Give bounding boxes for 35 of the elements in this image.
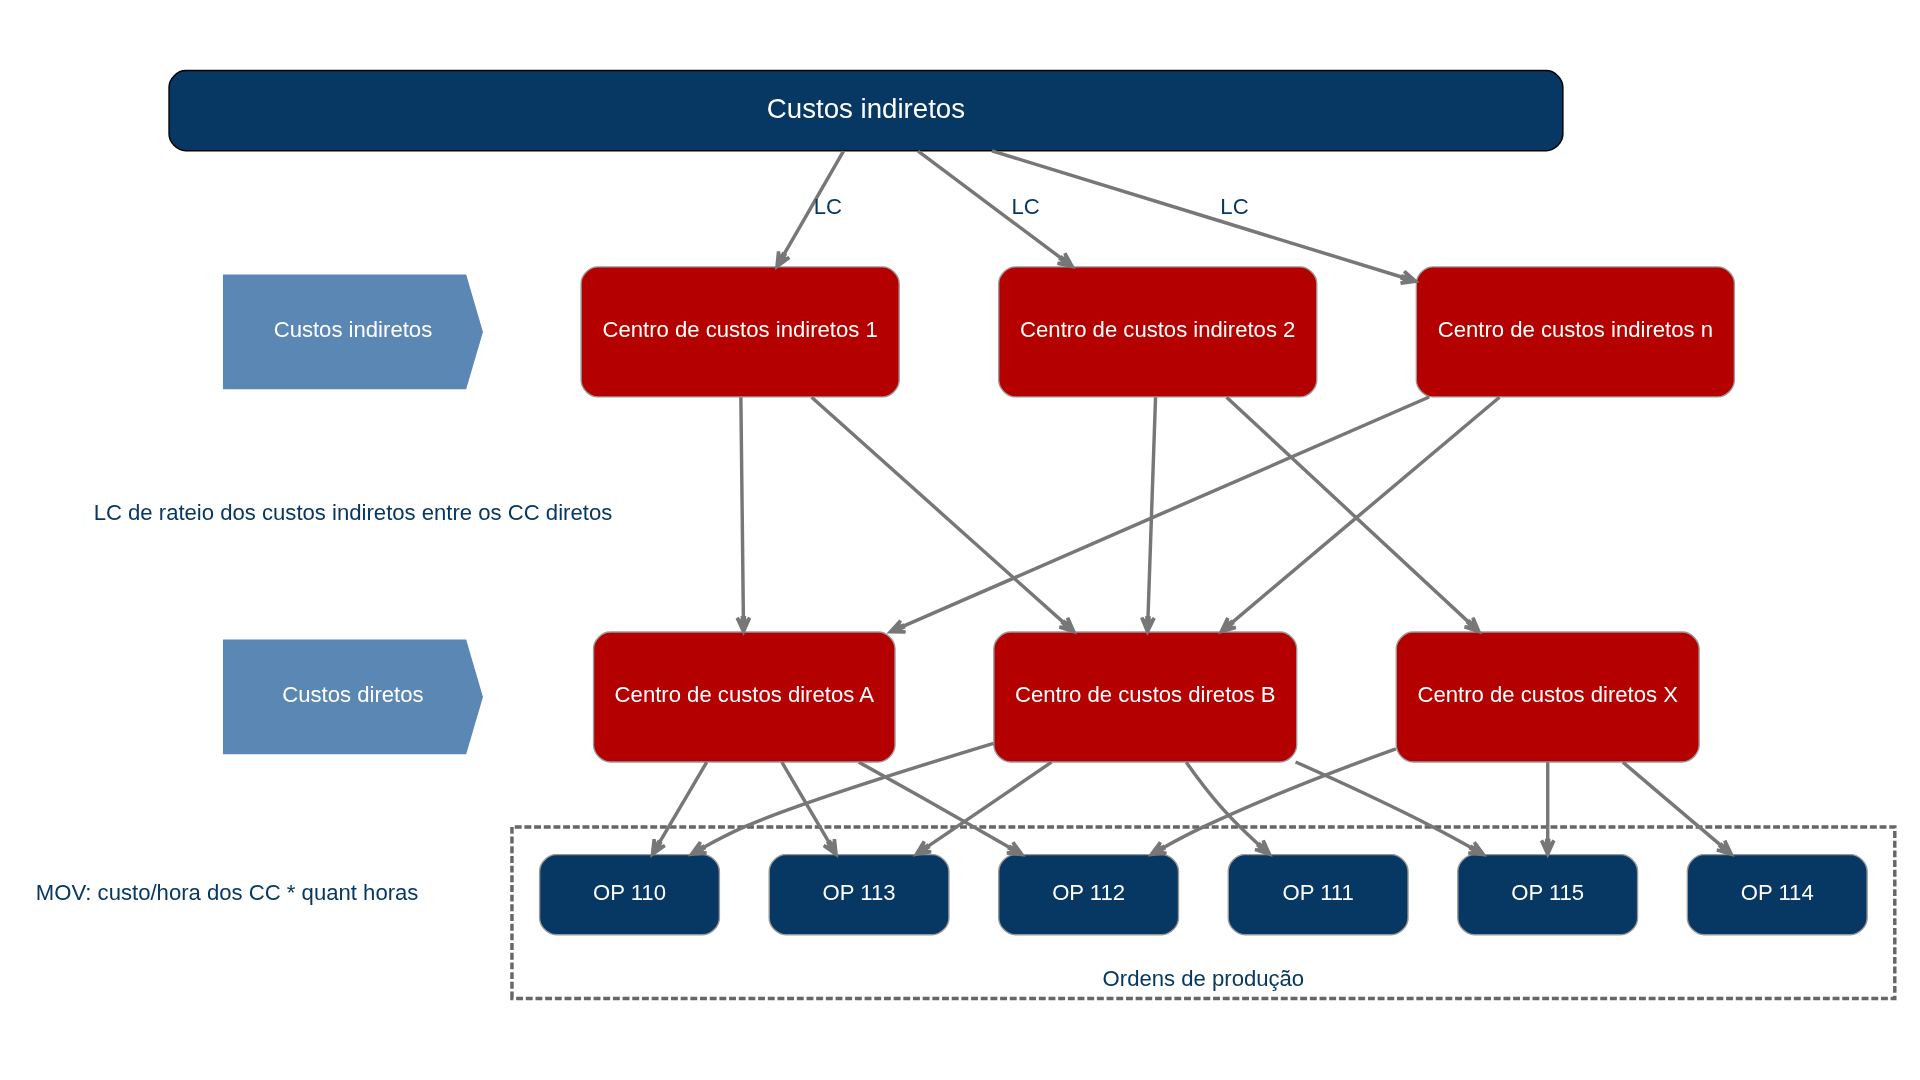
label: LC de rateio dos custos indiretos entre os CC diretos xyxy=(93,499,613,525)
arrow xyxy=(1539,762,1556,857)
node-box: OP 114 xyxy=(1686,853,1868,936)
arrow xyxy=(914,760,1053,857)
arrow xyxy=(917,149,1075,269)
node-box: Centro de custos diretos B xyxy=(993,631,1298,763)
node-box: OP 113 xyxy=(768,853,950,936)
edge-label: LC xyxy=(1011,194,1040,220)
node-box: OP 112 xyxy=(998,853,1180,936)
arrow xyxy=(1149,747,1397,857)
node-box: Custos indiretos xyxy=(168,69,1564,152)
edge-label: LC xyxy=(813,194,843,220)
arrow xyxy=(780,761,838,857)
node-box: OP 111 xyxy=(1227,853,1409,936)
node-box: Centro de custos indiretos 1 xyxy=(580,266,900,398)
edge-label: LC xyxy=(1220,194,1249,220)
arrow xyxy=(1294,760,1486,857)
node-box: Centro de custos diretos X xyxy=(1395,631,1700,763)
arrow xyxy=(810,395,1076,634)
arrow xyxy=(1621,760,1734,857)
arrow xyxy=(735,397,752,634)
node-box: Centro de custos indiretos 2 xyxy=(998,266,1318,398)
arrow xyxy=(689,741,995,857)
arrow xyxy=(1140,397,1158,634)
arrow xyxy=(1184,761,1272,856)
node-box: Centro de custos diretos A xyxy=(592,631,896,763)
arrow xyxy=(991,149,1418,285)
node-box: OP 115 xyxy=(1457,853,1639,936)
arrow xyxy=(858,760,1024,857)
arrow xyxy=(650,761,709,857)
label: MOV: custo/hora dos CC * quant horas xyxy=(35,879,419,905)
node-box: OP 110 xyxy=(538,853,721,936)
arrow xyxy=(888,395,1430,634)
arrow xyxy=(775,150,845,269)
node-box: Centro de custos indiretos n xyxy=(1415,266,1736,398)
